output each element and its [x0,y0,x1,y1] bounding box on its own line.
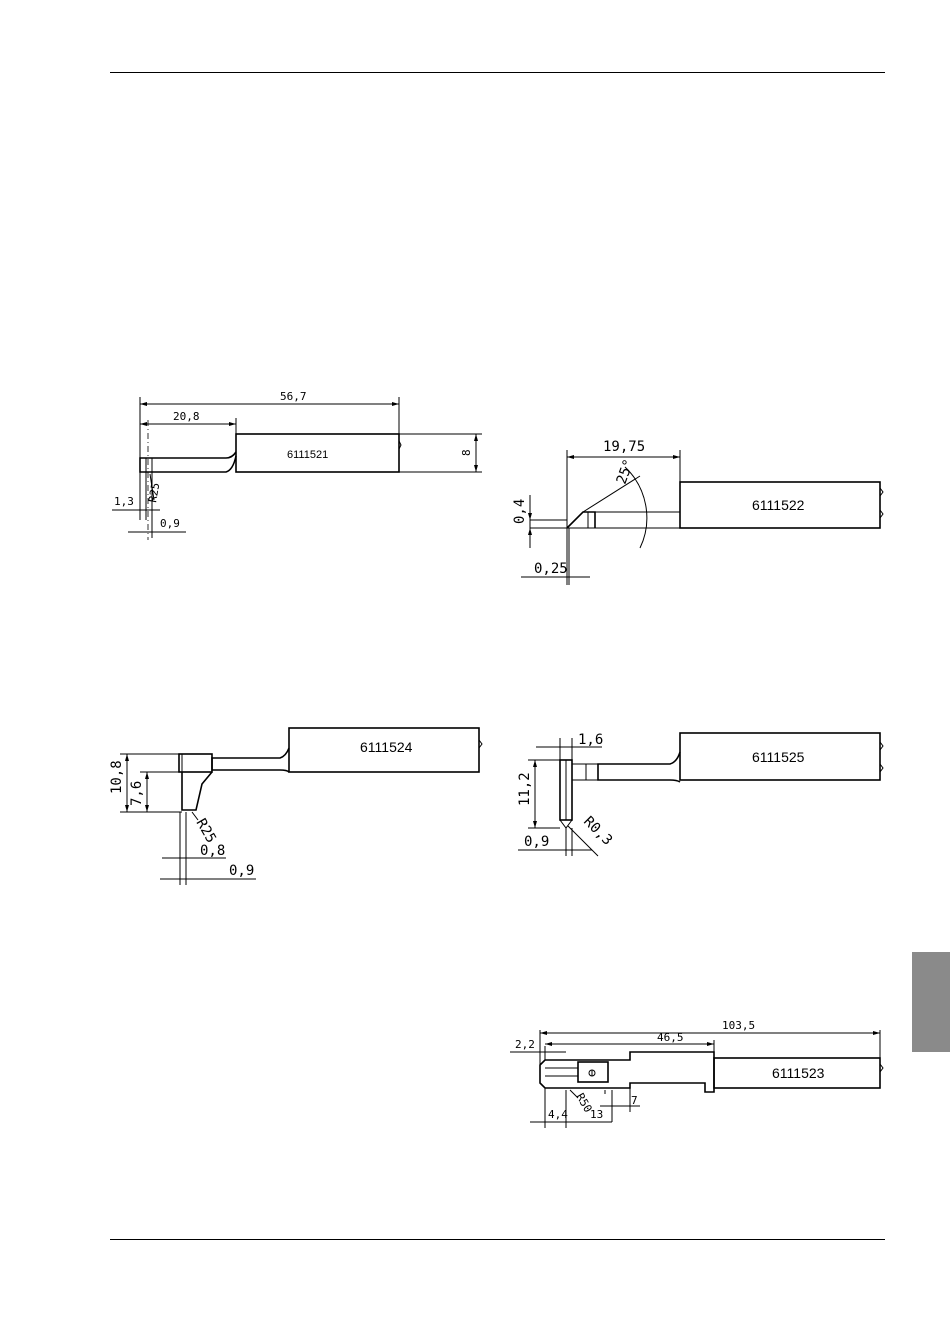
drawing-6111522: 19,75 25° 0,4 0,25 6111522 [512,439,883,585]
dim-tip-length: 20,8 [173,410,200,423]
dim-tip-offset: 0,9 [160,517,180,530]
drawing-6111525: 1,6 11,2 R0,3 0,9 6111525 [517,732,883,856]
dim-width-4: 1,6 [578,732,603,748]
dim-tip-width-2: 0,25 [534,561,568,577]
dim-overall-height: 10,8 [109,760,125,794]
dim-a-5: 4,4 [548,1108,568,1121]
dim-overall: 56,7 [280,390,307,403]
dim-inner-height: 7,6 [129,781,145,806]
part-number-6111525: 6111525 [752,749,805,765]
part-number-6111523: 6111523 [772,1065,825,1081]
dim-mid-5: 46,5 [657,1031,684,1044]
drawing-6111521: 56,7 20,8 8 1,3 R25 0,9 6111521 [112,390,482,540]
dim-length: 19,75 [603,439,645,455]
dim-tip-height: 0,4 [512,499,528,524]
dim-offset-3: 0,9 [229,863,254,879]
dim-c-5: 7 [631,1094,638,1107]
part-number-6111524: 6111524 [360,739,413,755]
drawing-6111524: 10,8 7,6 R25 0,8 0,9 6111524 [109,728,482,885]
dim-tip-width-3: 0,8 [200,843,225,859]
dim-height-4: 11,2 [517,772,533,806]
dim-offset-4: 0,9 [524,834,549,850]
dim-overall-5: 103,5 [722,1019,755,1032]
dim-radius-3: R25 [193,816,220,846]
dim-radius: R25 [146,482,162,504]
dim-height: 8 [460,449,473,456]
part-number-6111522: 6111522 [752,497,805,513]
drawing-6111523: 103,5 46,5 2,2 4,4 13 7 R50 6111523 [510,1019,883,1128]
part-number-6111521: 6111521 [287,449,328,461]
dim-tip-width: 1,3 [114,495,134,508]
dim-b-5: 13 [590,1108,603,1121]
dim-tip-5: 2,2 [515,1038,535,1051]
dim-angle: 25° [614,457,638,486]
